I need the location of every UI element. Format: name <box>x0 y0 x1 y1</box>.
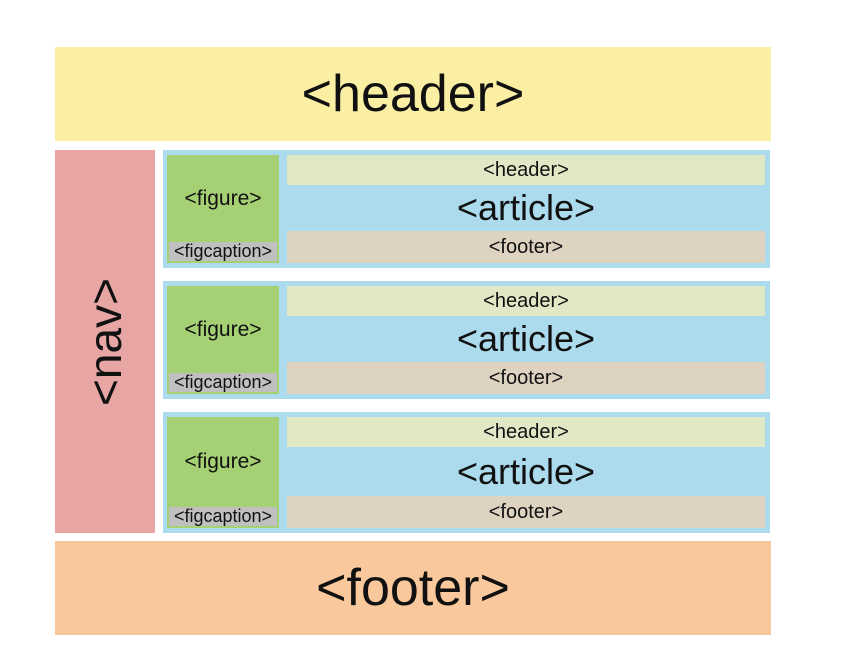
article-header-block: <header> <box>287 155 765 185</box>
page-footer-label: <footer> <box>316 559 510 617</box>
article-content: <header> <article> <footer> <box>287 286 765 394</box>
article-block: <figure> <figcaption> <header> <article>… <box>163 281 770 399</box>
figure-block: <figure> <figcaption> <box>167 155 279 263</box>
figure-label: <figure> <box>184 317 262 341</box>
figcaption-block: <figcaption> <box>169 506 277 526</box>
figcaption-block: <figcaption> <box>169 241 277 261</box>
page-header-label: <header> <box>301 65 525 123</box>
articles-column: <figure> <figcaption> <header> <article>… <box>163 150 770 533</box>
nav-block: <nav> <box>55 150 155 533</box>
article-content: <header> <article> <footer> <box>287 417 765 528</box>
figcaption-block: <figcaption> <box>169 372 277 392</box>
article-label: <article> <box>456 318 596 359</box>
article-label: <article> <box>456 187 596 228</box>
figure-label: <figure> <box>184 186 262 210</box>
article-header-block: <header> <box>287 286 765 316</box>
article-block: <figure> <figcaption> <header> <article>… <box>163 150 770 268</box>
article-footer-block: <footer> <box>287 496 765 528</box>
page-footer-block: <footer> <box>55 541 771 635</box>
figure-block: <figure> <figcaption> <box>167 286 279 394</box>
article-label: <article> <box>456 450 596 492</box>
article-footer-block: <footer> <box>287 231 765 263</box>
page-header-block: <header> <box>55 47 771 141</box>
article-header-block: <header> <box>287 417 765 447</box>
nav-label: <nav> <box>79 277 131 406</box>
figure-block: <figure> <figcaption> <box>167 417 279 528</box>
figure-label: <figure> <box>184 450 262 473</box>
article-block: <figure> <figcaption> <header> <article>… <box>163 412 770 533</box>
article-content: <header> <article> <footer> <box>287 155 765 263</box>
article-footer-block: <footer> <box>287 362 765 394</box>
